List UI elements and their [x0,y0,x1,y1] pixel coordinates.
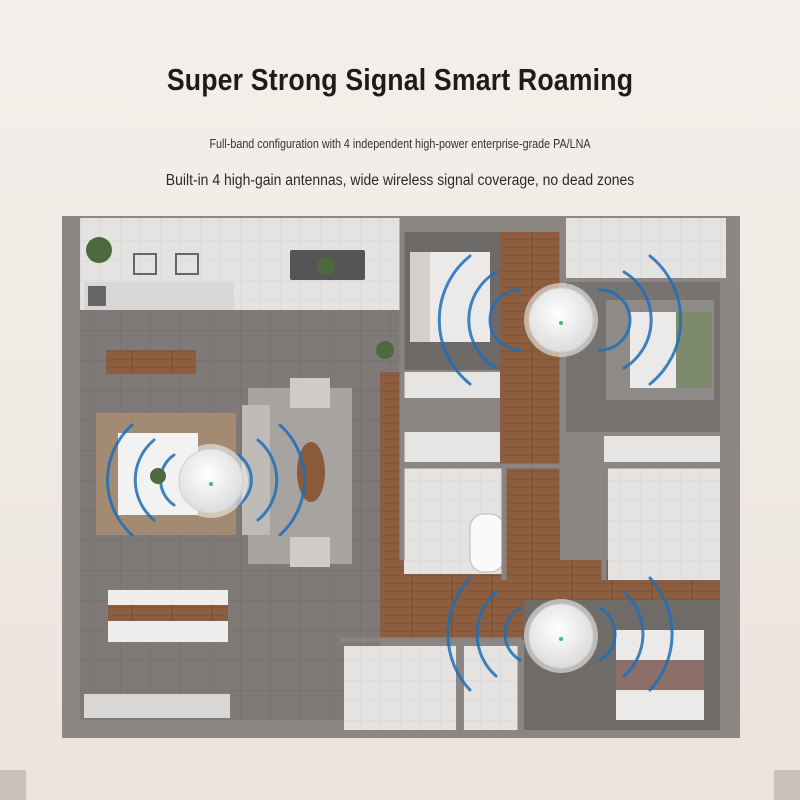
router-icon [174,444,248,518]
bedroom-1 [404,232,500,462]
router-icon [524,283,598,357]
terrace-left [80,218,402,318]
signal-waves [106,254,683,692]
page-subtitle: Full-band configuration with 4 independe… [209,137,591,151]
page-tagline: Built-in 4 high-gain antennas, wide wire… [165,172,635,189]
living-area [80,310,400,720]
plant-icon [150,257,394,484]
interior-walls [340,218,720,738]
page-title: Super Strong Signal Smart Roaming [166,62,634,97]
router-icon [524,599,598,673]
bathrooms [344,468,720,730]
bottom-right-corner [774,770,800,800]
bottom-left-corner [0,770,26,800]
